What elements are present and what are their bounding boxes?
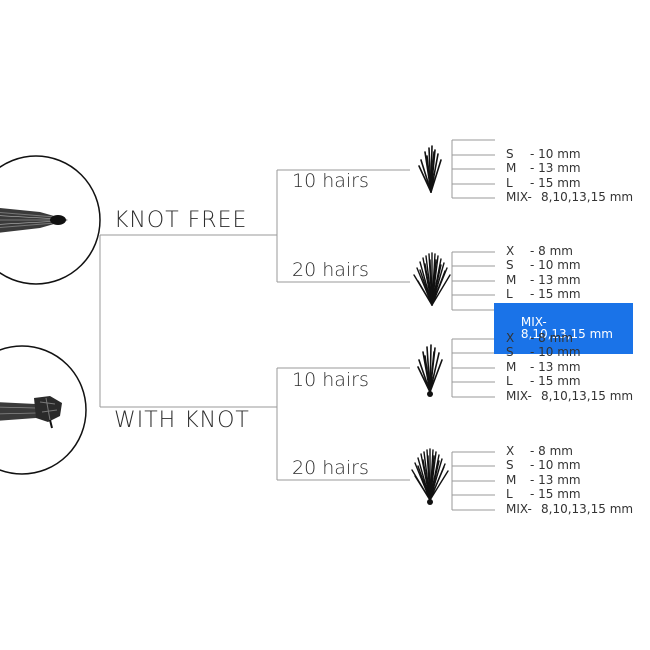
count-label-wk20: 20 hairs — [292, 457, 369, 479]
size-code: L — [506, 287, 513, 301]
size-length: 8,10,13,15 mm — [541, 389, 634, 403]
size-code: MIX- — [506, 389, 532, 403]
size-code: S — [506, 147, 514, 161]
size-code: S — [506, 345, 514, 359]
size-length: - 10 mm — [530, 345, 581, 359]
size-code: L — [506, 176, 513, 190]
size-code: L — [506, 374, 513, 388]
size-code: L — [506, 487, 513, 501]
count-label-wk10: 10 hairs — [292, 369, 369, 391]
size-length: 8,10,13,15 mm — [541, 190, 634, 204]
size-length: 8,10,13,15 mm — [541, 502, 634, 516]
size-code: MIX- — [506, 190, 532, 204]
style-label-with-knot: WITH KNOT — [114, 408, 250, 433]
size-length: - 13 mm — [530, 473, 581, 487]
size-code: M — [506, 473, 517, 487]
size-option-mix-selected[interactable]: MIX- 8,10,13,15 mm — [494, 303, 633, 354]
count-label-kf10: 10 hairs — [292, 170, 369, 192]
size-code: MIX- — [506, 502, 532, 516]
size-length: - 13 mm — [530, 360, 581, 374]
style-label-knot-free: KNOT FREE — [114, 208, 248, 233]
size-length: - 15 mm — [530, 374, 581, 388]
knot-free-closeup — [0, 155, 101, 285]
size-code: MIX- — [520, 315, 547, 329]
size-code: M — [506, 161, 517, 175]
size-length: - 10 mm — [530, 458, 581, 472]
size-code: M — [506, 273, 517, 287]
size-code: X — [506, 244, 515, 258]
size-length: - 13 mm — [530, 161, 581, 175]
size-length: - 13 mm — [530, 273, 581, 287]
size-length: 8,10,13,15 mm — [520, 327, 613, 341]
size-length: - 8 mm — [530, 444, 573, 458]
lash-cluster-kf10-icon — [418, 145, 442, 193]
size-length: - 15 mm — [530, 487, 581, 501]
size-length: - 8 mm — [530, 331, 573, 345]
lash-cluster-wk10-icon — [417, 344, 443, 397]
size-length: - 8 mm — [530, 244, 573, 258]
size-code: M — [506, 360, 517, 374]
with-knot-closeup — [0, 345, 87, 475]
size-code: S — [506, 258, 514, 272]
lash-cluster-wk20-icon — [411, 448, 449, 505]
lash-cluster-kf20-icon — [413, 252, 451, 306]
size-length: - 10 mm — [530, 147, 581, 161]
size-code: X — [506, 444, 515, 458]
size-length: - 15 mm — [530, 176, 581, 190]
size-code: X — [506, 331, 515, 345]
size-code: S — [506, 458, 514, 472]
size-length: - 15 mm — [530, 287, 581, 301]
size-length: - 10 mm — [530, 258, 581, 272]
count-label-kf20: 20 hairs — [292, 259, 369, 281]
